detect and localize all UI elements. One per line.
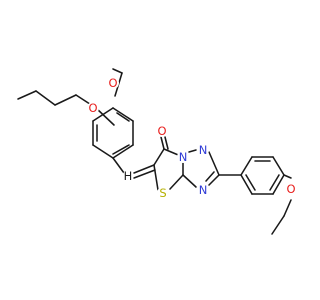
bond bbox=[153, 164, 159, 191]
atom-label: H bbox=[124, 169, 133, 183]
bond bbox=[245, 174, 256, 191]
atom-label: N bbox=[199, 143, 208, 157]
bond bbox=[54, 94, 77, 106]
bond bbox=[271, 215, 285, 235]
bond bbox=[133, 169, 156, 179]
bond bbox=[92, 107, 114, 122]
bond bbox=[35, 90, 56, 106]
bond bbox=[205, 171, 215, 182]
bond bbox=[283, 199, 292, 217]
bond bbox=[112, 107, 134, 122]
bond bbox=[272, 174, 285, 195]
bond bbox=[188, 149, 197, 153]
bond bbox=[208, 174, 220, 186]
nitrogen-lower-atom: N bbox=[197, 183, 209, 197]
bond bbox=[116, 112, 130, 122]
atom-label: N bbox=[199, 183, 208, 197]
bond-layer bbox=[17, 68, 292, 235]
atom-label: O bbox=[88, 101, 97, 115]
nitrogen-upper-atom: N bbox=[197, 143, 209, 157]
bond bbox=[95, 107, 115, 126]
bond bbox=[182, 174, 197, 188]
bond bbox=[92, 144, 114, 159]
oxygen-carbonyl-atom: O bbox=[156, 124, 168, 138]
bond bbox=[112, 68, 123, 74]
bond bbox=[164, 136, 169, 150]
atom-layer: O O O O N N N S bbox=[87, 76, 297, 200]
bond bbox=[112, 144, 134, 159]
molecule-canvas: O O O O N N N S bbox=[17, 68, 297, 235]
atom-label: O bbox=[286, 182, 295, 196]
oxygen-methoxy-atom: O bbox=[107, 76, 119, 90]
nitrogen-bridge-atom: N bbox=[177, 150, 189, 164]
structure-drawing: O O O O N N N S bbox=[17, 68, 297, 235]
bond bbox=[208, 151, 220, 176]
oxygen-ethoxy-atom: O bbox=[285, 182, 297, 196]
bond bbox=[112, 157, 125, 174]
bond bbox=[17, 90, 37, 100]
bond bbox=[272, 156, 285, 176]
oxygen-butoxy-atom: O bbox=[87, 101, 99, 115]
bond bbox=[112, 144, 130, 155]
bond bbox=[133, 164, 155, 174]
sulfur-atom: S bbox=[157, 186, 169, 200]
bond bbox=[169, 174, 184, 190]
bond bbox=[160, 136, 165, 150]
atom-label: S bbox=[159, 186, 166, 200]
atom-label: O bbox=[157, 124, 166, 138]
bond bbox=[153, 148, 165, 166]
atom-label: O bbox=[108, 76, 117, 90]
atom-label: N bbox=[179, 150, 188, 164]
bond bbox=[240, 174, 253, 195]
bond bbox=[269, 174, 280, 191]
hydrogen-methine-atom: H bbox=[122, 169, 134, 183]
bond bbox=[240, 156, 253, 176]
bond bbox=[283, 174, 292, 179]
